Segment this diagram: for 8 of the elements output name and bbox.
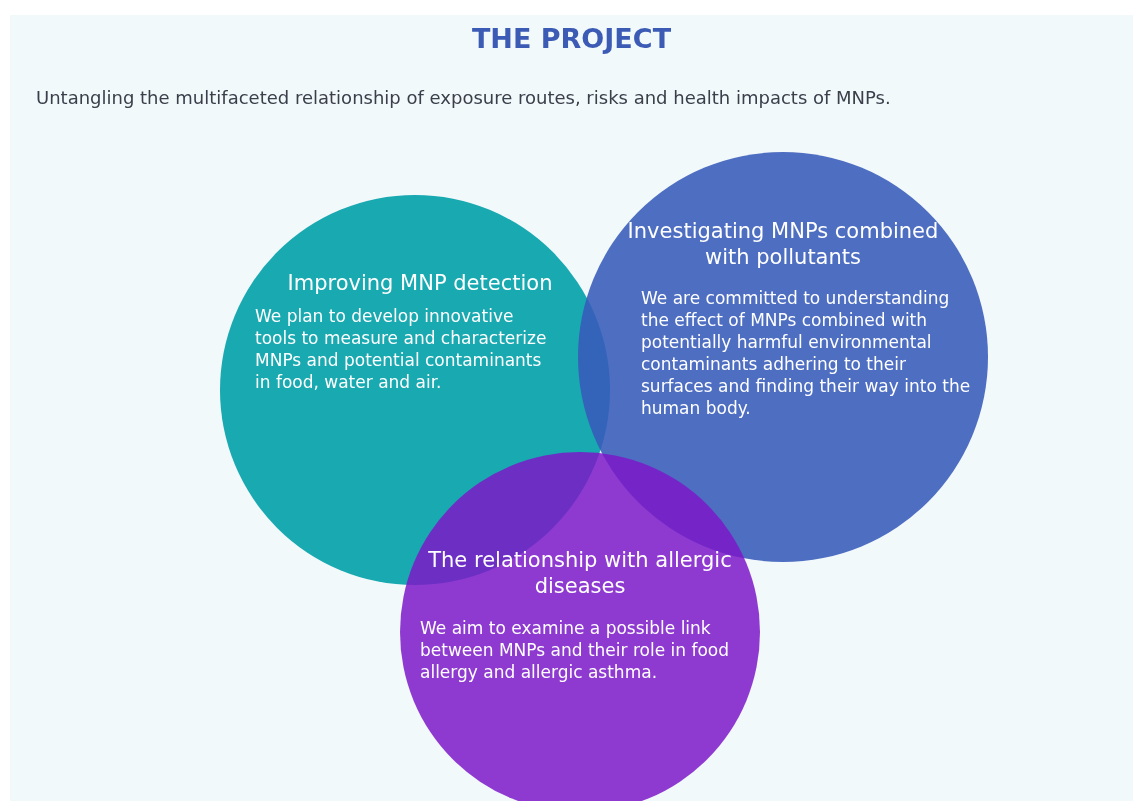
circle-description: We are committed to understanding the effect of MNPs combined with potentially harmful environmental contaminants adhering to their surfaces and finding their way into the human body. (641, 287, 971, 419)
circle-heading: Improving MNP detection (286, 270, 554, 296)
circle-heading: The relationship with allergic diseases (427, 547, 733, 599)
circle-description: We aim to examine a possible link between MNPs and their role in food allergy and allergic asthma. (420, 617, 730, 683)
title: THE PROJECT (470, 23, 673, 54)
subtitle: Untangling the multifaceted relationship of exposure routes, risks and health impacts of MNPs. (36, 87, 891, 108)
circle-heading: Investigating MNPs combined with pollutants (626, 218, 940, 270)
circle-description: We plan to develop innovative tools to measure and characterize MNPs and potential contaminants in food, water and air. (255, 305, 548, 393)
